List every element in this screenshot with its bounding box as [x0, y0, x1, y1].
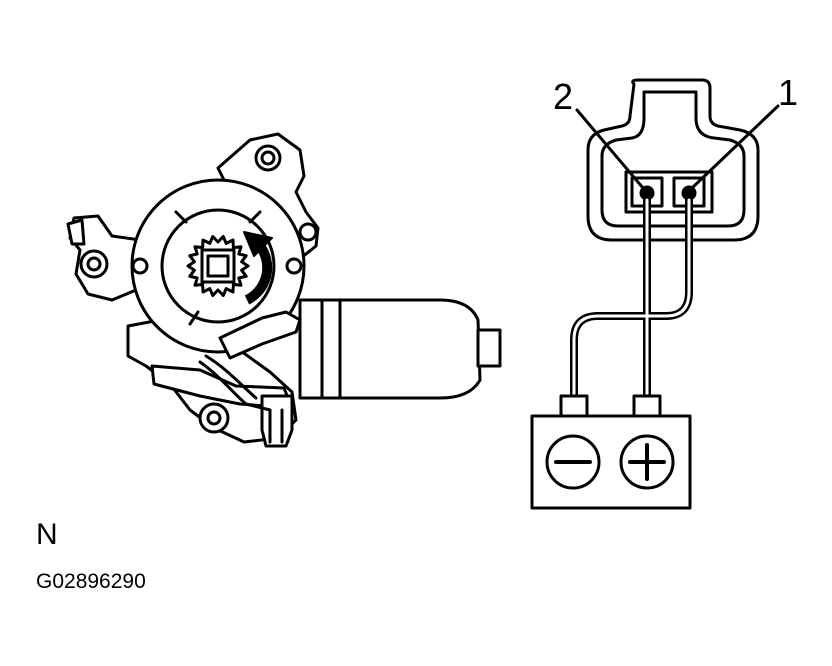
disc-tick-1 — [174, 210, 188, 224]
pin-1-label: 1 — [778, 72, 799, 113]
housing-wire-2 — [204, 354, 258, 400]
negative-lead-inner — [572, 198, 691, 400]
motor-end-cap — [476, 328, 502, 368]
connector-housing — [575, 78, 780, 242]
connector-inner — [600, 90, 746, 228]
disc-tick-3 — [188, 310, 200, 326]
pin-2-label: 2 — [553, 76, 574, 117]
disc-bolt-right — [285, 257, 303, 275]
disc-tick-2 — [248, 210, 262, 224]
housing-connector — [218, 310, 302, 360]
leader-line-pin2 — [575, 108, 645, 190]
rotation-arrow-shaft — [244, 242, 273, 305]
leader-line-pin1 — [690, 104, 780, 190]
left-bolt-outer — [79, 249, 109, 279]
position-label: N — [36, 518, 58, 551]
upper-bolt-inner — [260, 150, 276, 166]
housing-wire — [198, 360, 272, 412]
upper-bolt-outer — [254, 144, 282, 172]
left-tab — [66, 218, 86, 246]
window-regulator-motor — [66, 132, 502, 448]
lower-bolt-outer — [198, 402, 230, 434]
figure-code: G02896290 — [36, 570, 146, 593]
left-bracket — [68, 214, 152, 302]
disc-bolt-left — [131, 257, 149, 275]
test-leads-inner — [572, 198, 691, 400]
motor-body — [298, 298, 482, 400]
output-shaft-inner — [206, 254, 230, 278]
connector-outer — [586, 78, 760, 242]
lower-bolt-inner — [206, 410, 222, 426]
battery — [530, 394, 692, 510]
left-bolt-inner — [86, 256, 102, 272]
rotation-arrow-head — [243, 231, 273, 257]
lower-connector — [260, 394, 294, 448]
bracket-bolt-right — [298, 222, 318, 242]
